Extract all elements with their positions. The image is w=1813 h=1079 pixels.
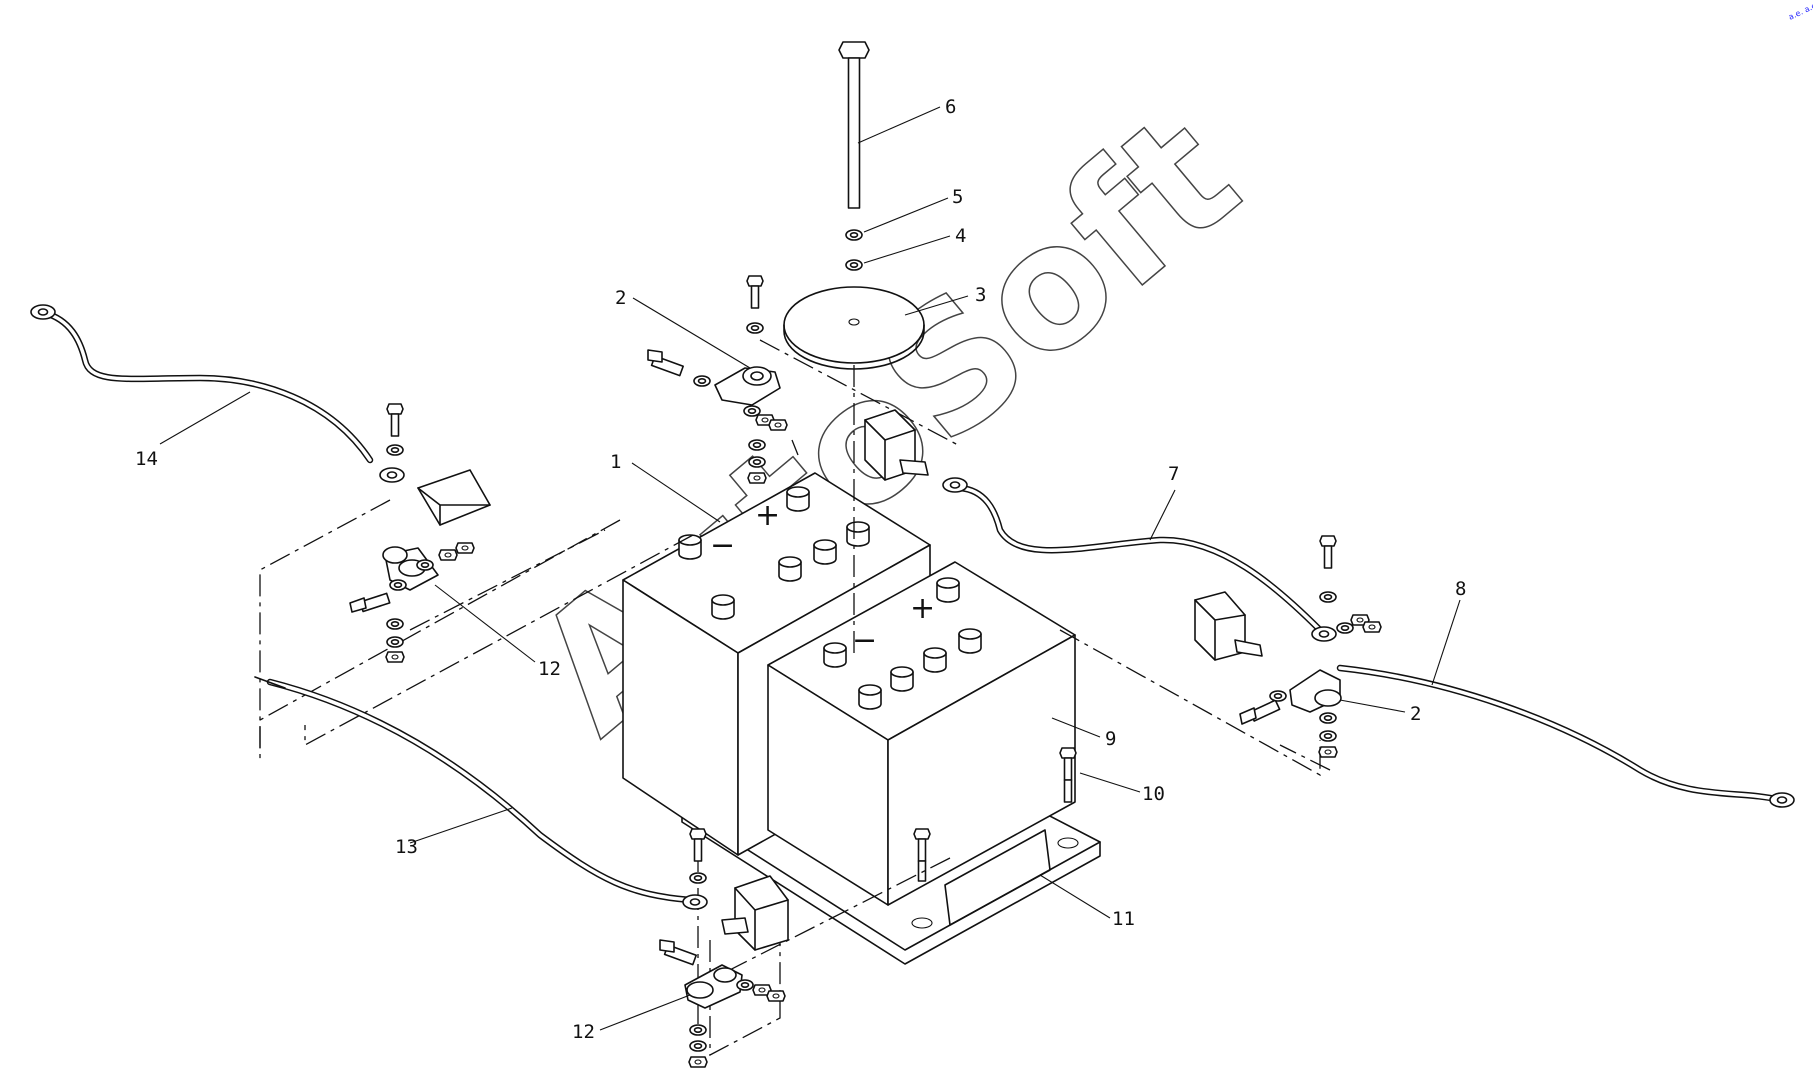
- leader-lines: [159, 106, 1461, 1031]
- label-8: 8: [1455, 578, 1466, 600]
- label-2-right: 2: [1410, 703, 1421, 725]
- label-5: 5: [952, 186, 963, 208]
- label-10: 10: [1142, 783, 1165, 805]
- cable-8: [1336, 664, 1795, 808]
- label-7: 7: [1168, 463, 1179, 485]
- plus-sign-right: +: [910, 591, 935, 626]
- terminal-cover-top: [864, 409, 929, 481]
- cable-13: [254, 676, 708, 910]
- plus-sign-left: +: [755, 498, 780, 533]
- terminal-clamp-right: [1194, 535, 1382, 758]
- label-1: 1: [610, 451, 621, 473]
- label-3: 3: [975, 284, 986, 306]
- terminal-clamp-left: [349, 403, 491, 663]
- label-4: 4: [955, 225, 966, 247]
- terminal-clamp-bottom: [659, 828, 789, 1068]
- hold-down-rod: [783, 41, 925, 655]
- corner-mark: a.e. a.e: [1787, 1, 1813, 22]
- label-12-upper: 12: [538, 658, 561, 680]
- label-2-top: 2: [615, 287, 626, 309]
- battery-9: − +: [767, 561, 1076, 906]
- label-6: 6: [945, 96, 956, 118]
- cable-14: [30, 304, 405, 483]
- label-14: 14: [135, 448, 158, 470]
- minus-sign-left: −: [710, 528, 735, 563]
- position-labels: 6 5 4 3 2 1 14 7 8 2 9 10 11 12 13 12: [135, 96, 1466, 1043]
- terminal-clamp-top: [647, 275, 788, 484]
- label-12-lower: 12: [572, 1021, 595, 1043]
- cable-7: [942, 477, 1337, 642]
- fastening-bolts: [913, 747, 1077, 882]
- label-11: 11: [1112, 908, 1135, 930]
- minus-sign-right: −: [852, 623, 877, 658]
- label-9: 9: [1105, 728, 1116, 750]
- label-13: 13: [395, 836, 418, 858]
